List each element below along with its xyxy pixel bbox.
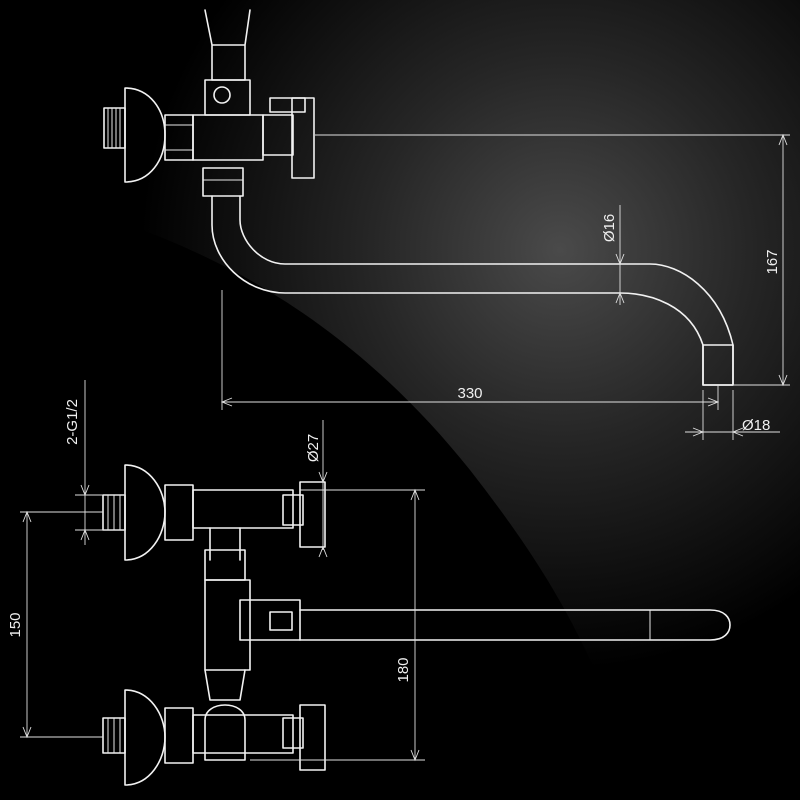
dim-diameter-pipe: Ø16 — [601, 214, 618, 242]
front-upper-body — [192, 489, 294, 529]
front-view — [102, 464, 731, 786]
front-riser — [209, 527, 241, 561]
top-swivel-nut — [202, 167, 244, 197]
dim-reach: 330 — [457, 385, 482, 402]
front-spout — [299, 609, 731, 641]
dim-diameter-outlet: Ø18 — [742, 417, 770, 434]
dim-height-side: 180 — [395, 657, 412, 682]
front-diverter-body — [204, 579, 251, 671]
dim-height-top: 167 — [764, 249, 781, 274]
dim-thread: 2-G1/2 — [64, 399, 81, 445]
top-dimensions: 167 Ø16 330 Ø18 — [220, 133, 790, 440]
dim-diameter-body: Ø27 — [305, 434, 322, 462]
front-upper-handle — [299, 481, 326, 548]
front-dimensions: 2-G1/2 Ø27 150 180 — [7, 380, 425, 762]
top-view — [103, 9, 734, 386]
front-lower-body — [192, 714, 294, 754]
dim-center-distance: 150 — [7, 612, 24, 637]
top-thread-stub — [103, 107, 126, 149]
front-lower-handle — [299, 704, 326, 771]
front-shower-holder — [204, 704, 246, 761]
